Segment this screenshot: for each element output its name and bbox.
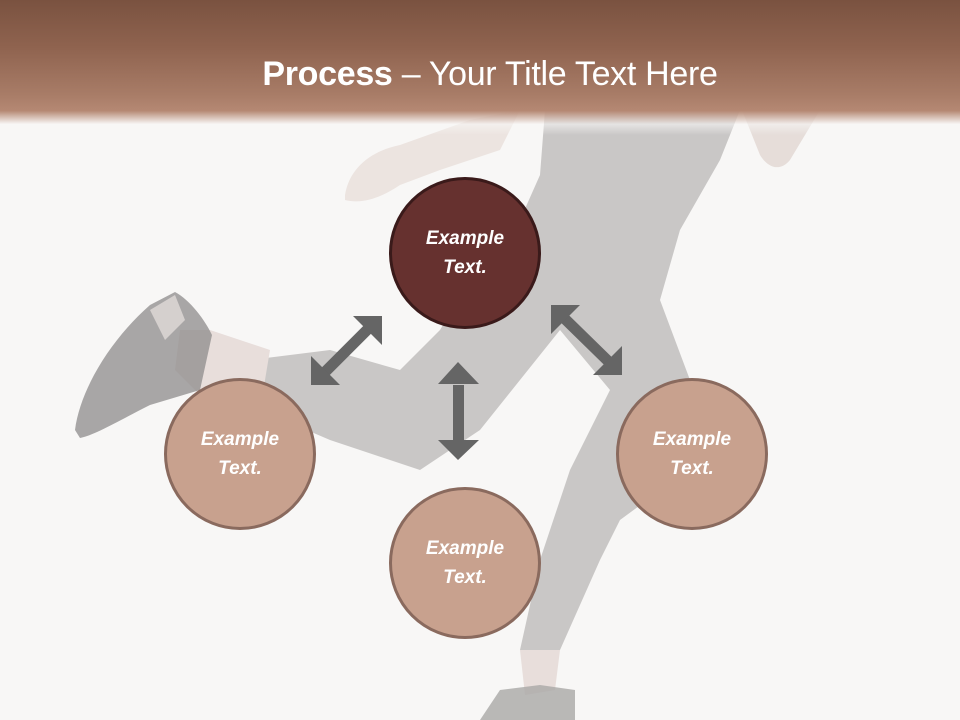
title-bold-text: Process [262,55,393,93]
node-left: Example Text. [164,378,316,530]
title-rest-text: – Your Title Text Here [392,55,718,93]
center-node-line2: Text. [443,257,487,278]
node-right-line2: Text. [670,458,714,479]
node-right-line1: Example [652,429,732,450]
node-left-line1: Example [200,429,280,450]
node-bottom-line2: Text. [443,567,487,588]
center-node: Example Text. [389,177,541,329]
node-right: Example Text. [616,378,768,530]
title-bar [0,0,960,135]
node-bottom-line1: Example [425,538,505,559]
center-node-line1: Example [425,228,505,249]
node-bottom: Example Text. [389,487,541,639]
node-left-line2: Text. [218,458,262,479]
slide-title: Process – Your Title Text Here [0,50,960,98]
